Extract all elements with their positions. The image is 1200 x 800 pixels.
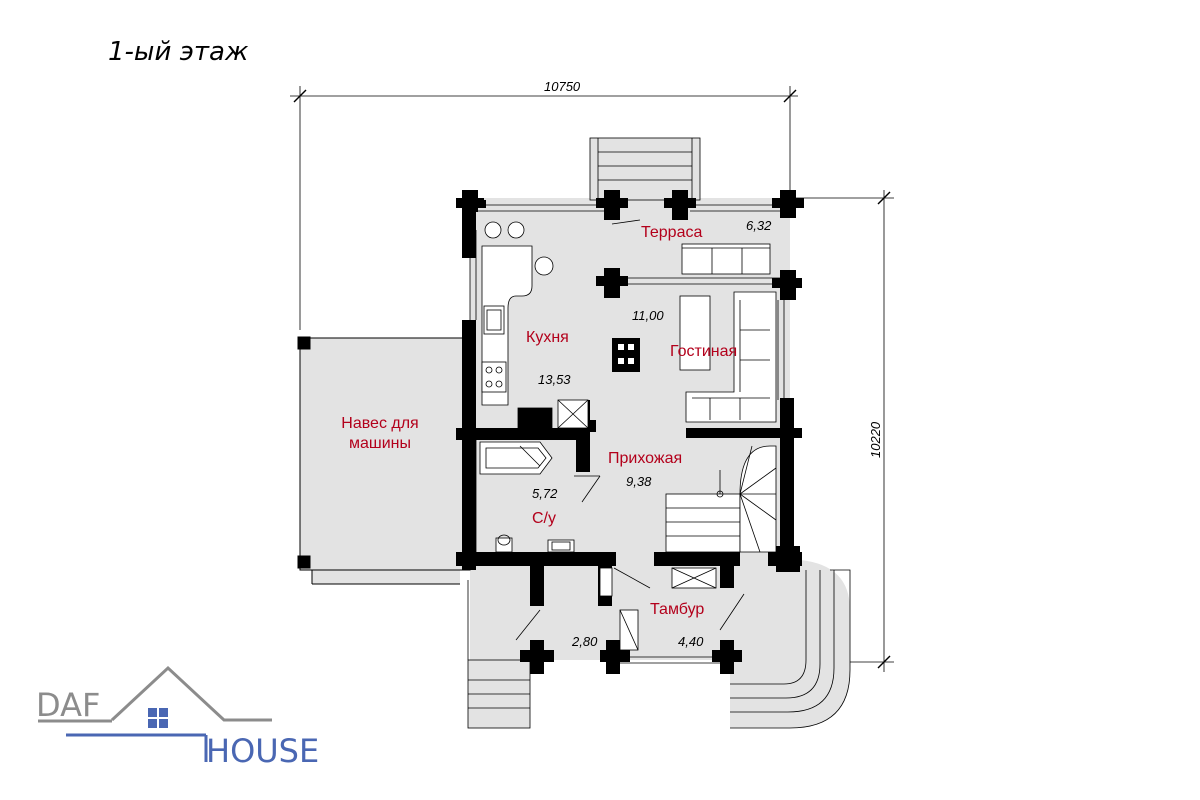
daf-house-logo: DAF HOUSE xyxy=(36,665,319,770)
left-steps xyxy=(467,580,531,729)
room-area-kitchen: 13,53 xyxy=(538,372,571,387)
room-label-kitchen: Кухня xyxy=(526,329,569,346)
logo-window-icon xyxy=(148,708,168,728)
carport-post xyxy=(297,336,311,350)
room-area-living: 11,00 xyxy=(632,308,664,323)
width-dimension: 10750 xyxy=(544,79,581,94)
room-label-hall: Прихожая xyxy=(608,450,682,467)
terrace-steps xyxy=(589,137,701,201)
room-label-terrace: Терраса xyxy=(641,224,702,241)
room-area-terrace: 6,32 xyxy=(746,218,772,233)
dimension-lines xyxy=(290,86,894,672)
plan-title: 1-ый этаж xyxy=(108,37,249,67)
logo-roof-icon xyxy=(110,665,272,722)
room-label-living: Гостиная xyxy=(670,343,737,360)
room-area-vestibule: 4,40 xyxy=(678,634,704,649)
room-label-vestibule: Тамбур xyxy=(650,601,704,618)
logo-word-house: HOUSE xyxy=(206,732,319,770)
center-column-detail xyxy=(618,344,634,364)
carport-edge xyxy=(312,568,460,584)
window-lines xyxy=(469,204,790,664)
logo-word-daf: DAF xyxy=(36,686,100,724)
carport-post xyxy=(297,555,311,569)
room-label-carport-line1: Навес для xyxy=(341,415,418,432)
right-steps xyxy=(730,569,851,729)
right-steps-floor xyxy=(730,560,850,728)
room-area-storage: 2,80 xyxy=(571,634,598,649)
room-labels: Терраса 6,32 11,00 Гостиная Кухня 13,53 … xyxy=(341,218,772,649)
room-area-bathroom: 5,72 xyxy=(532,486,558,501)
terrace-steps-floor xyxy=(590,138,700,198)
room-area-hall: 9,38 xyxy=(626,474,652,489)
room-label-carport-line2: машины xyxy=(349,435,411,452)
carport-floor xyxy=(300,338,470,570)
furniture xyxy=(479,219,777,651)
room-label-bathroom: С/у xyxy=(532,510,556,527)
depth-dimension: 10220 xyxy=(868,421,883,458)
walls xyxy=(456,190,804,674)
